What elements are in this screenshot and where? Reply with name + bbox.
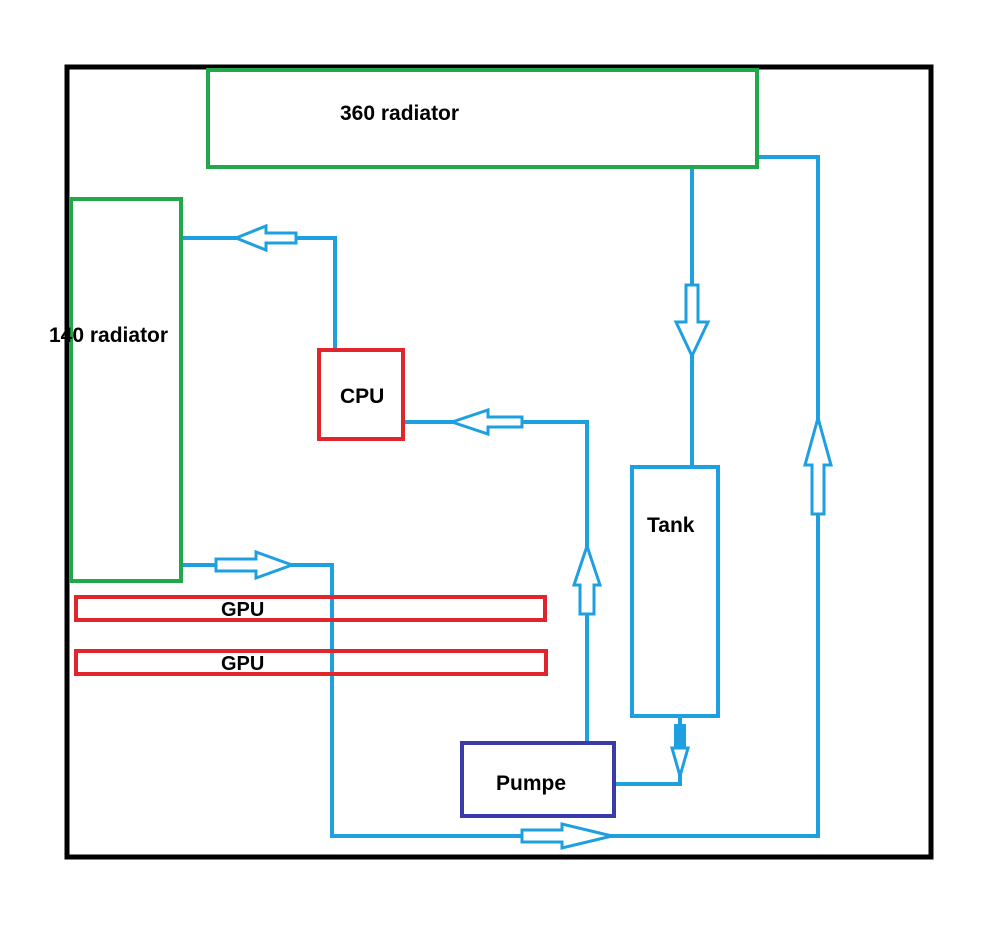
radiator-360: 360 radiator xyxy=(206,68,759,169)
gpu-1: GPU xyxy=(74,595,547,622)
radiator-140: 140 radiator xyxy=(49,197,183,583)
pipe-cpu-to-rad140 xyxy=(179,236,337,352)
pump-label: Pumpe xyxy=(496,772,566,795)
gpu-2-label: GPU xyxy=(221,653,264,675)
arrow-left-rad140 xyxy=(231,223,298,253)
arrow-up-pump xyxy=(571,541,603,616)
pipe-rad360-out xyxy=(755,155,820,838)
arrow-left-cpu xyxy=(447,407,524,437)
gpu-2: GPU xyxy=(74,649,548,676)
arrow-down-pump xyxy=(670,724,690,782)
cpu-label: CPU xyxy=(340,385,384,408)
flow-arrows xyxy=(214,223,833,850)
radiator-360-label: 360 radiator xyxy=(340,102,459,125)
pump: Pumpe xyxy=(460,741,616,818)
tank-label: Tank xyxy=(647,514,695,537)
cpu-block: CPU xyxy=(317,348,405,441)
arrow-right-gpu xyxy=(214,549,297,581)
pipe-tank-to-pump xyxy=(612,714,682,786)
arrow-right-bottom xyxy=(520,822,613,850)
pipe-pump-to-cpu xyxy=(401,420,589,745)
case-outline xyxy=(64,64,934,860)
arrow-down-tank xyxy=(673,283,711,360)
tank: Tank xyxy=(630,465,720,718)
gpu-1-label: GPU xyxy=(221,599,264,621)
arrow-up-right xyxy=(803,412,833,516)
radiator-140-label: 140 radiator xyxy=(49,324,168,347)
pipes xyxy=(179,155,820,838)
